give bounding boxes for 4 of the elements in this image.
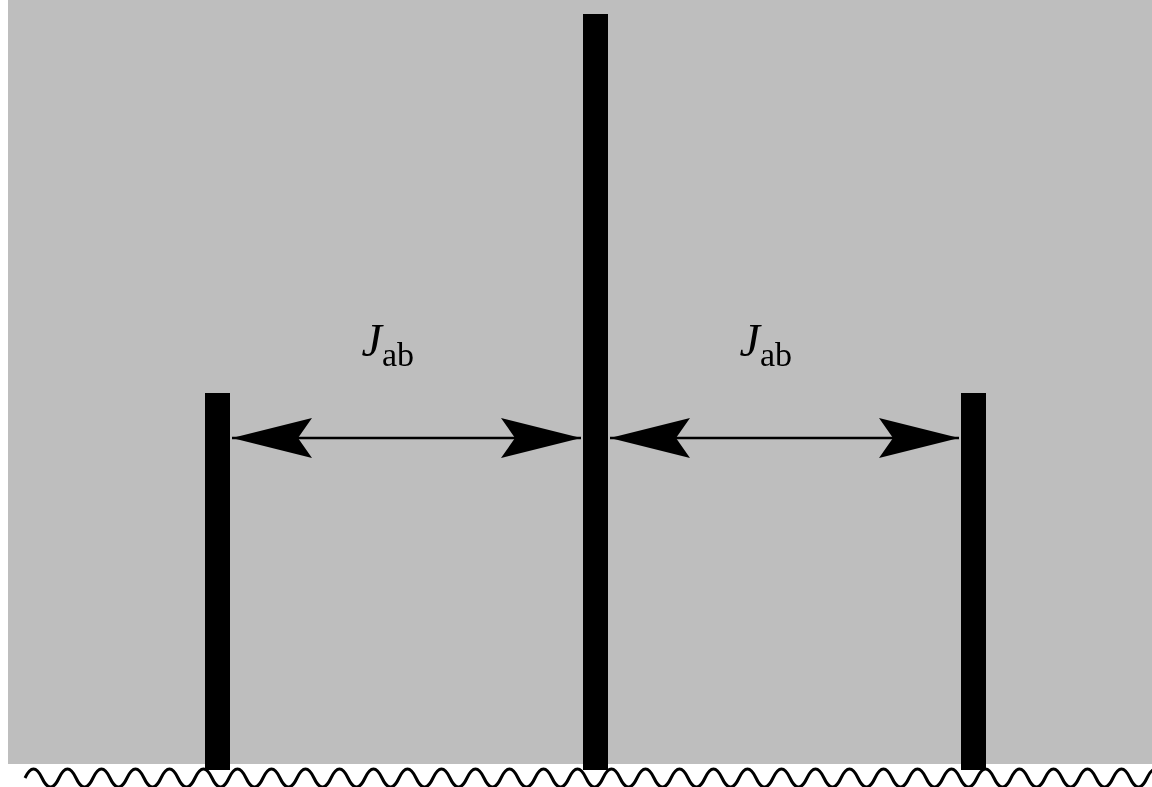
double-arrow [232,418,581,458]
coupling-label: J$_{ab}$ [361,318,414,373]
coupling-label: J$_{ab}$ [739,318,792,373]
double-arrow [610,418,959,458]
